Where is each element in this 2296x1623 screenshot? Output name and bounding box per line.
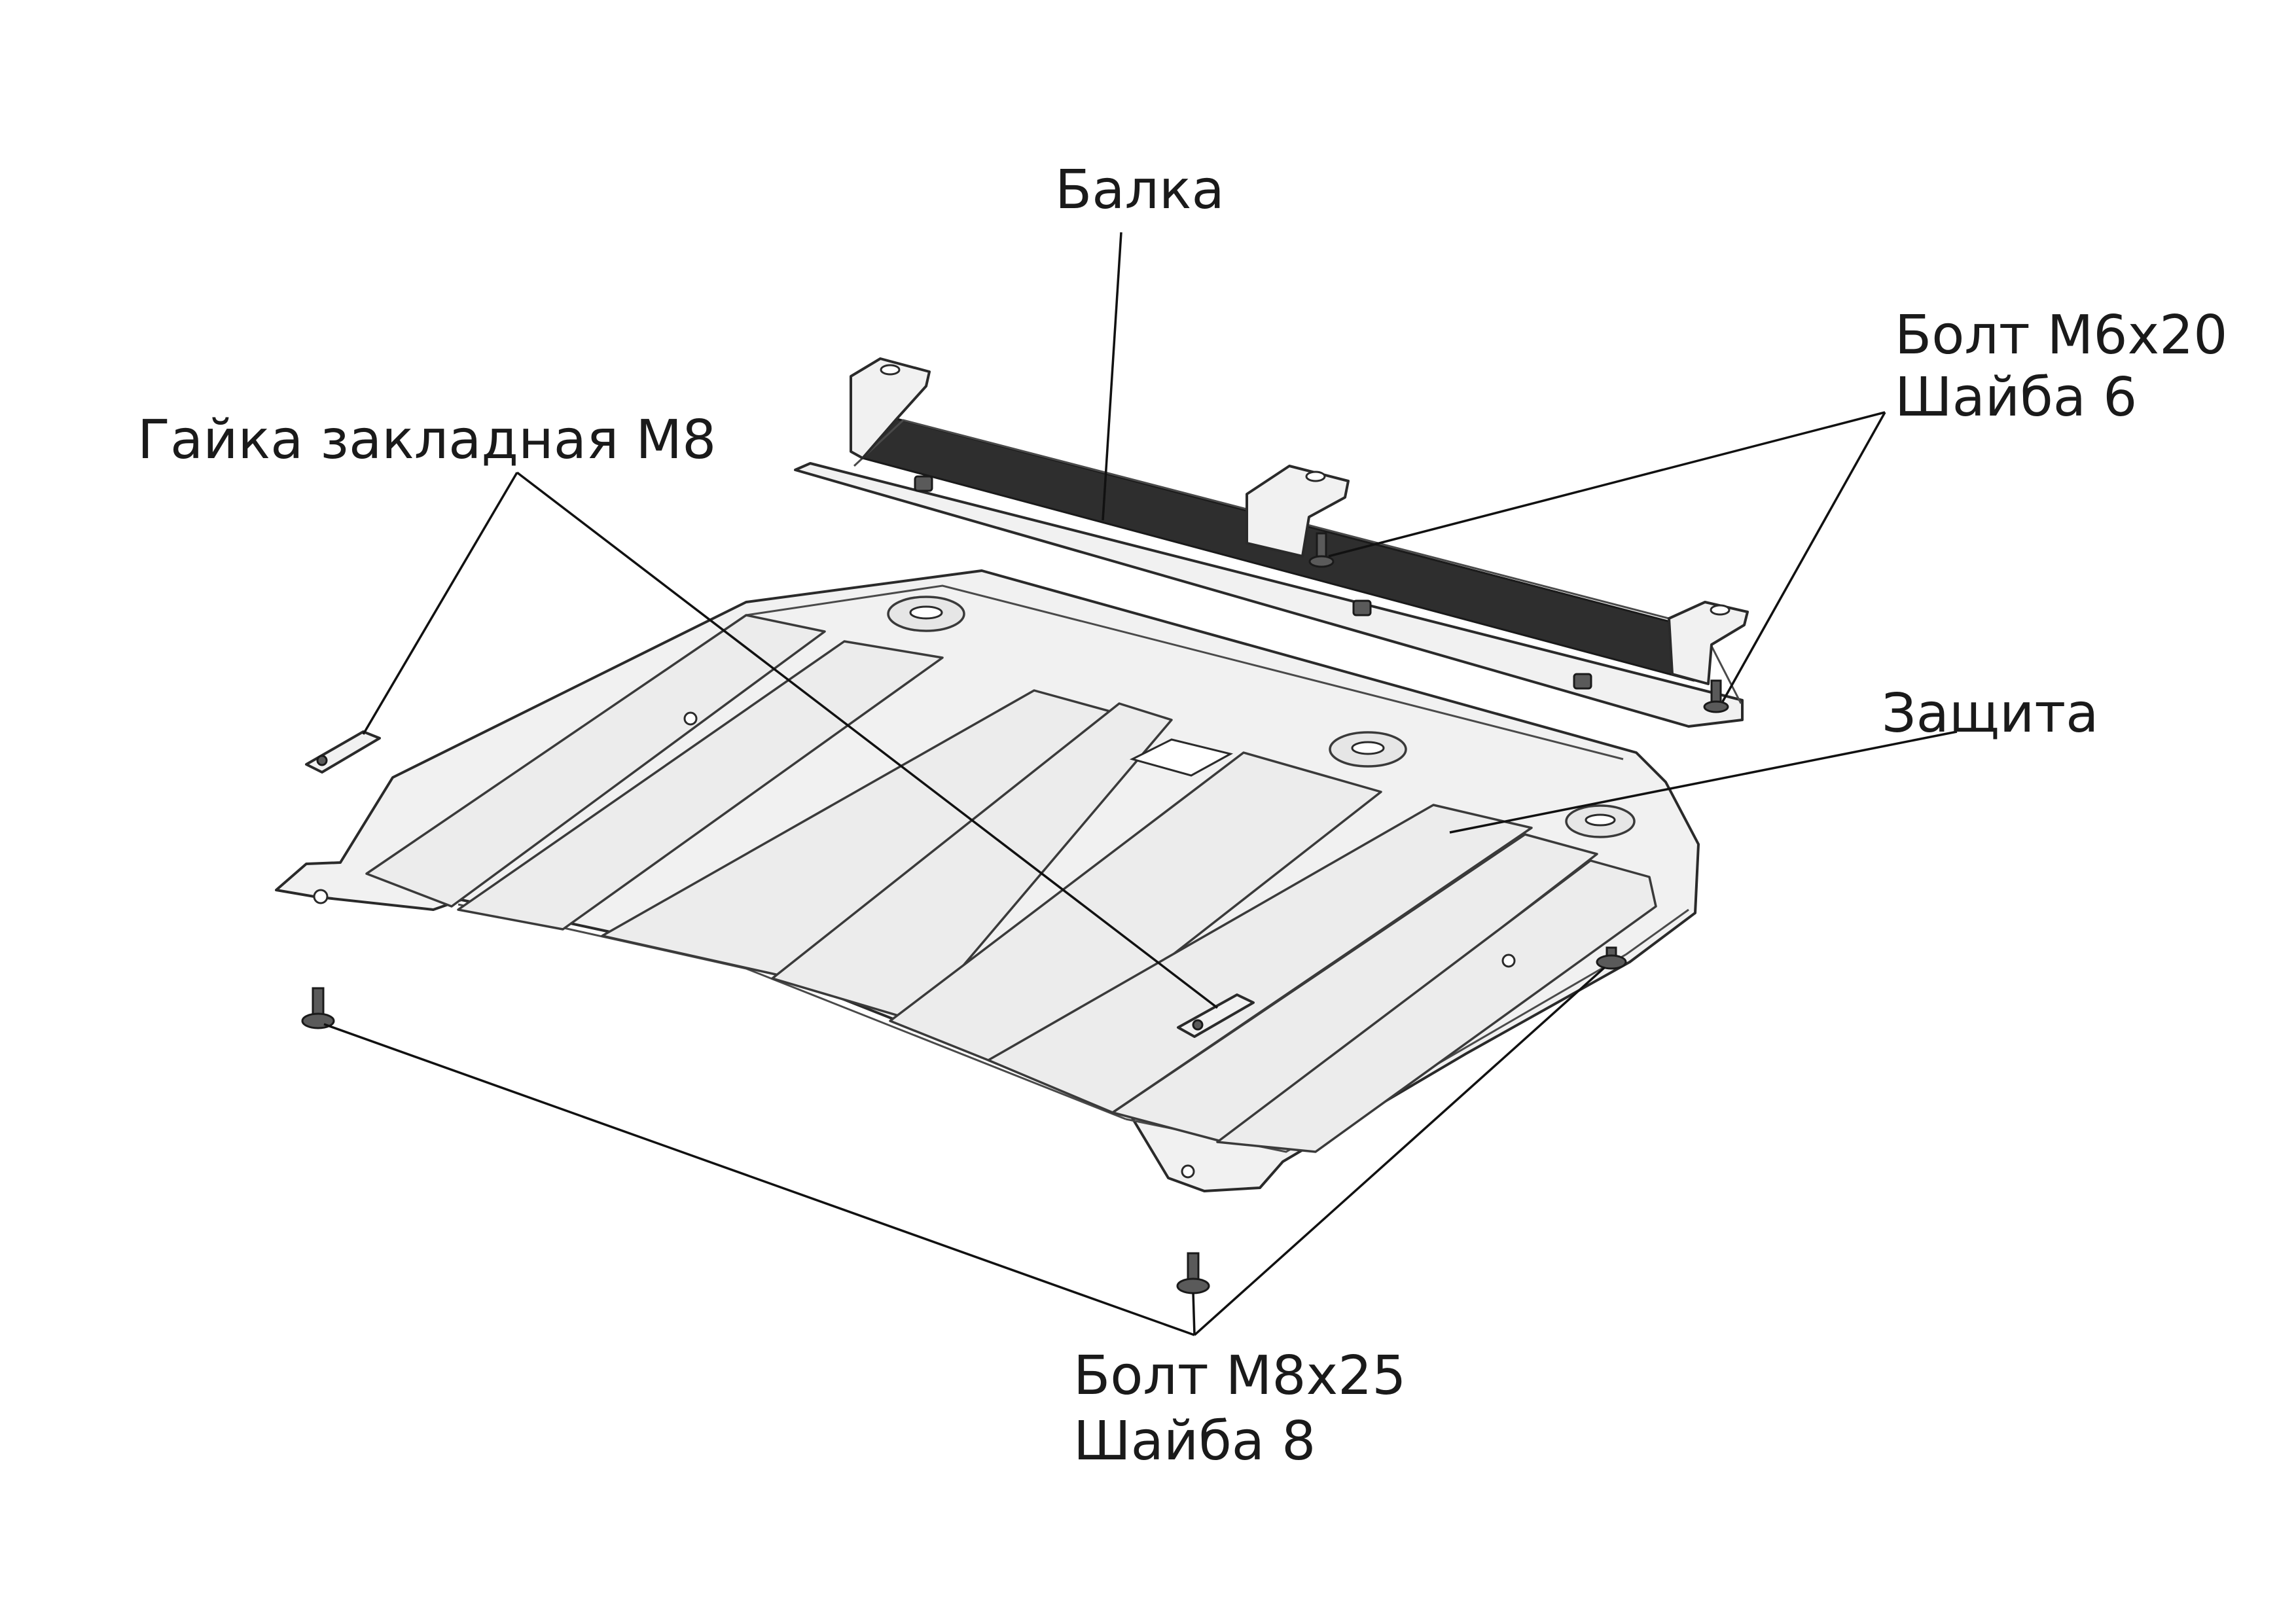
leader-guard (1449, 730, 1958, 834)
leader-beam (1102, 232, 1122, 521)
bolt-m8-right (1596, 946, 1627, 970)
embedded-nut-center (1177, 993, 1255, 1038)
leader-bolt-m8-center (1192, 1292, 1196, 1336)
leader-bolt-m8-left (323, 1023, 1195, 1336)
beam-bracket-middle (1246, 465, 1350, 558)
bolt-m8-left (301, 987, 335, 1029)
label-embedded-nut: Гайка закладная М8 (137, 409, 716, 471)
leader-bolt-m8-right (1193, 966, 1606, 1336)
leader-nut-left (362, 472, 518, 735)
guard-plate (275, 569, 1700, 1192)
leader-bolt-m6-b (1721, 412, 1886, 702)
beam-bracket-right (1668, 601, 1749, 685)
label-washer-8: Шайба 8 (1073, 1410, 1316, 1472)
beam-bracket-left (850, 357, 931, 459)
label-washer-6: Шайба 6 (1895, 366, 2137, 429)
bolt-m6-right (1703, 679, 1729, 713)
leader-nut-center (516, 471, 1219, 1009)
beam-nut-2 (1352, 599, 1372, 616)
bolt-m8-center (1176, 1252, 1210, 1294)
bolt-m6-top (1308, 532, 1335, 568)
beam-nut-1 (914, 475, 933, 492)
beam-nut-3 (1573, 673, 1592, 690)
label-bolt-m8: Болт М8х25 (1073, 1345, 1406, 1407)
guard-cutout (1129, 738, 1234, 777)
label-guard: Защита (1882, 683, 2098, 745)
beam (794, 357, 1749, 728)
label-beam: Балка (1055, 159, 1225, 221)
leader-bolt-m6-a (1328, 411, 1886, 558)
beam-flange (794, 462, 1744, 728)
embedded-nut-left (305, 730, 381, 774)
label-bolt-m6: Болт М6х20 (1895, 304, 2227, 366)
